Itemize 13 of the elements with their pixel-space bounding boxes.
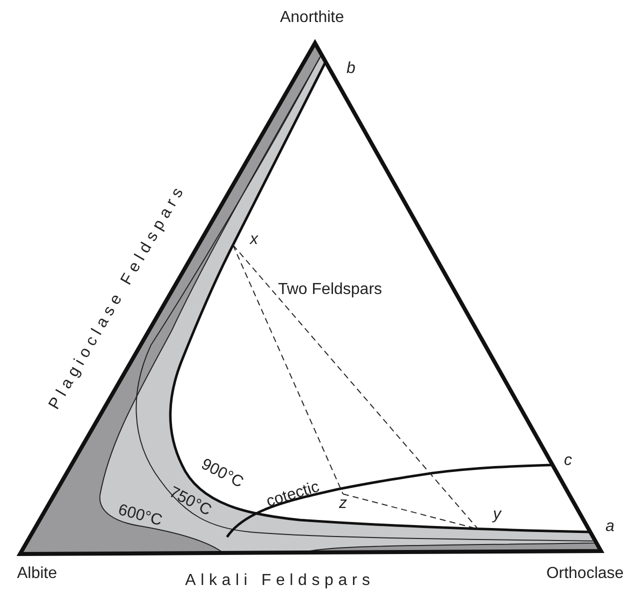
- vertex-label: Anorthite: [280, 10, 344, 26]
- temperature-label: 600°C: [116, 502, 164, 530]
- field-label: Two Feldspars: [278, 282, 382, 298]
- point-label: b: [346, 61, 356, 77]
- axis-label: Alkali Feldspars: [185, 573, 375, 589]
- point-label: a: [606, 519, 614, 535]
- vertex-label: Orthoclase: [546, 566, 624, 582]
- point-label: x: [250, 232, 258, 248]
- point-label: c: [564, 453, 572, 469]
- point-label: z: [339, 496, 347, 512]
- point-label: y: [493, 507, 501, 523]
- vertex-label: Albite: [16, 566, 58, 582]
- curve-label: cotectic: [264, 479, 322, 511]
